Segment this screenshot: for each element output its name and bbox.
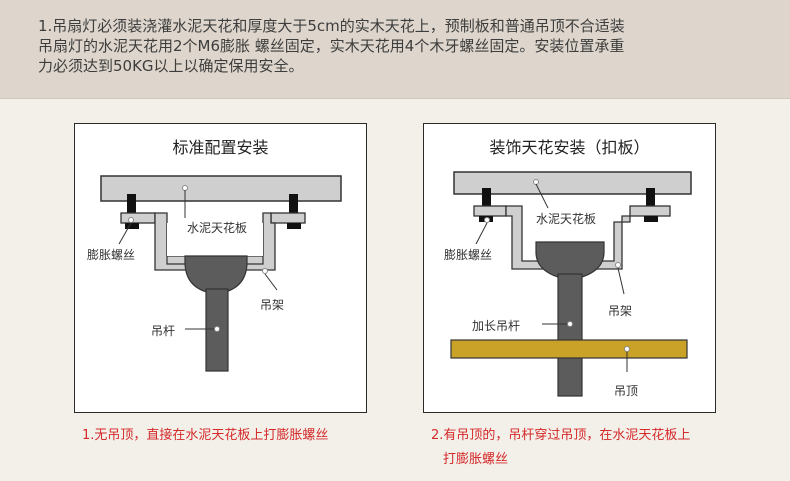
caption-standard: 1.无吊顶，直接在水泥天花板上打膨胀螺丝 (82, 424, 328, 448)
expansion-bolt-right (289, 194, 298, 216)
false-ceiling-install-panel: 装饰天花安装（扣板） 水泥天花板 膨胀螺丝 吊架 加长吊杆 吊顶 (423, 123, 716, 413)
standard-install-panel: 标准配置安装 水泥天花板 膨胀螺丝 吊架 吊杆 (74, 123, 367, 413)
concrete-ceiling-slab (100, 175, 342, 202)
label-rod: 吊杆 (151, 324, 176, 338)
expansion-bolt-left (482, 188, 491, 210)
bracket-tab-left (120, 212, 156, 224)
panel-title-standard: 标准配置安装 (172, 138, 269, 157)
concrete-ceiling-slab (453, 171, 692, 195)
note-line-1: 1.吊扇灯必须装浇灌水泥天花和厚度大于5cm的实木天花上，预制板和普通吊顶不合适… (38, 17, 625, 35)
canopy-cup (184, 255, 248, 295)
note-line-3: 力必须达到50KG以上以确定保用安全。 (38, 57, 304, 75)
caption-false-ceiling: 2.有吊顶的，吊杆穿过吊顶，在水泥天花板上 打膨胀螺丝 (431, 424, 690, 472)
nut-left (125, 223, 139, 229)
caption-standard-line-1: 1.无吊顶，直接在水泥天花板上打膨胀螺丝 (82, 428, 329, 443)
false-ceiling-install-diagram (450, 171, 692, 397)
expansion-bolt-left (127, 194, 136, 216)
caption-false-ceiling-line-2: 打膨胀螺丝 (443, 452, 509, 467)
caption-false-ceiling-line-1: 2.有吊顶的，吊杆穿过吊顶，在水泥天花板上 (431, 428, 691, 443)
nut-right (287, 223, 301, 229)
label-false-ceiling: 吊顶 (614, 384, 639, 398)
label-expansion-bolt: 膨胀螺丝 (444, 248, 493, 262)
panel-title-false-ceiling: 装饰天花安装（扣板） (489, 138, 650, 157)
expansion-bolt-right (646, 188, 655, 210)
label-concrete-ceiling: 水泥天花板 (187, 221, 248, 235)
installation-note: 1.吊扇灯必须装浇灌水泥天花和厚度大于5cm的实木天花上，预制板和普通吊顶不合适… (38, 16, 768, 76)
standard-install-diagram (100, 175, 342, 372)
bracket-tab-right (629, 205, 671, 217)
label-extended-rod: 加长吊杆 (472, 319, 521, 333)
note-banner: 1.吊扇灯必须装浇灌水泥天花和厚度大于5cm的实木天花上，预制板和普通吊顶不合适… (0, 0, 790, 99)
false-ceiling-board (450, 339, 688, 359)
bracket-tab-left (473, 205, 507, 217)
label-bracket: 吊架 (608, 304, 633, 318)
label-bracket: 吊架 (260, 298, 285, 312)
note-line-2: 吊扇灯的水泥天花用2个M6膨胀 螺丝固定，实木天花用4个木牙螺丝固定。安装位置承… (38, 37, 625, 55)
bracket-tab-right (270, 212, 306, 224)
nut-right (644, 216, 658, 222)
extended-down-rod (557, 273, 583, 397)
label-concrete-ceiling: 水泥天花板 (536, 212, 597, 226)
label-expansion-bolt: 膨胀螺丝 (87, 248, 136, 262)
